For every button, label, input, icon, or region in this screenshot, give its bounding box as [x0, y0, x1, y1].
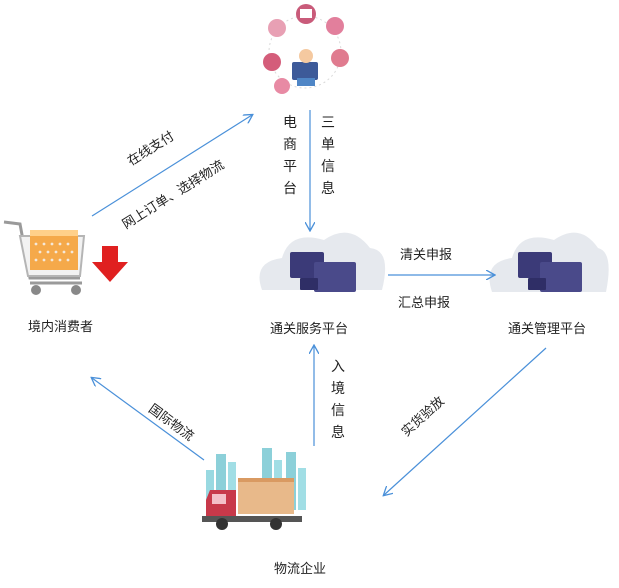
shopping-cart-icon — [3, 220, 128, 295]
node-label-logistics: 物流企业 — [274, 562, 327, 577]
cloud-computer-icon-service — [259, 232, 386, 292]
edge-label-ecom-platform: 电商平台 — [283, 115, 297, 197]
arrow-consumer-to-ecommerce — [91, 115, 252, 217]
logistics-truck-icon — [202, 448, 306, 530]
edge-label-three-docs: 三单信息 — [321, 115, 335, 197]
edge-label-entry-info: 入境信息 — [331, 359, 345, 441]
node-label-service-platform: 通关服务平台 — [270, 322, 349, 337]
arrow-management-to-logistics — [384, 347, 547, 495]
edge-label-summary-declare: 汇总申报 — [398, 296, 451, 311]
node-label-management-platform: 通关管理平台 — [508, 322, 587, 337]
ecommerce-shops-icon — [263, 4, 349, 94]
edge-label-declare: 清关申报 — [400, 248, 453, 263]
cloud-computer-icon-management — [489, 232, 609, 292]
node-label-consumer: 境内消费者 — [28, 320, 94, 335]
arrow-logistics-to-consumer — [92, 378, 205, 461]
